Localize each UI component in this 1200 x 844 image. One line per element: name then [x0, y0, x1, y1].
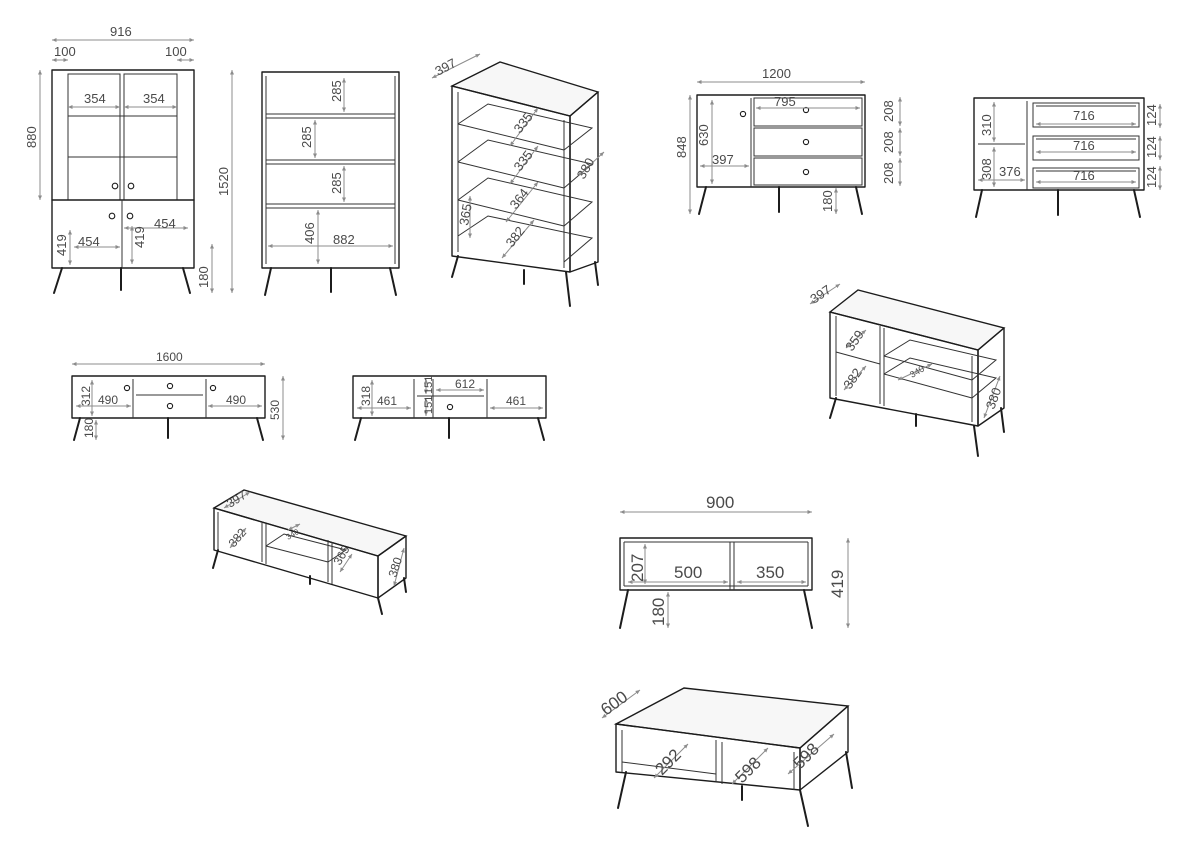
dimension-label: 612 — [455, 377, 475, 391]
knob-icon — [111, 182, 119, 190]
dimension-label: 500 — [674, 563, 702, 582]
tv-stand-iso-view: 397 382 340 365 380 — [212, 488, 408, 615]
dimension-label: 716 — [1073, 138, 1095, 153]
dimension-label: 630 — [696, 124, 711, 146]
dimension-label: 380 — [574, 155, 598, 181]
dimension-label: 100 — [165, 44, 187, 59]
knob-icon — [166, 382, 174, 390]
dimension-label: 880 — [24, 126, 39, 148]
dimension-label: 916 — [110, 24, 132, 39]
dimension-label: 382 — [840, 365, 865, 391]
dimension-label: 1200 — [762, 66, 791, 81]
dimension-label: 151 — [423, 396, 435, 414]
knob-icon — [126, 212, 134, 220]
dimension-label: 454 — [78, 234, 100, 249]
dimension-label: 364 — [507, 186, 532, 212]
dimension-label: 382 — [503, 224, 528, 250]
dimension-label: 310 — [979, 114, 994, 136]
dimension-label: 490 — [98, 393, 118, 407]
dresser-front-view: 1200 795 208 208 208 848 630 397 180 — [674, 66, 902, 215]
knob-icon — [166, 402, 174, 410]
dimension-label: 598 — [731, 753, 764, 786]
dimension-label: 530 — [268, 400, 282, 420]
dimension-label: 380 — [983, 386, 1005, 412]
dresser-interior-view: 310 308 376 716 716 716 124 124 124 — [973, 97, 1162, 218]
knob-icon — [739, 110, 747, 118]
dimension-label: 180 — [82, 418, 96, 438]
dimension-label: 600 — [597, 687, 631, 719]
dimension-label: 1600 — [156, 350, 183, 364]
dimension-label: 419 — [132, 226, 147, 248]
dimension-label: 397 — [712, 152, 734, 167]
dimension-label: 359 — [842, 327, 867, 353]
dimension-label: 180 — [196, 266, 211, 288]
dimension-label: 335 — [511, 148, 536, 174]
dimension-label: 124 — [1144, 104, 1159, 126]
dimension-label: 340 — [908, 364, 926, 380]
knob-icon — [209, 384, 217, 392]
dimension-label: 180 — [649, 598, 668, 626]
dimension-label: 151 — [423, 376, 435, 394]
dimension-label: 454 — [154, 216, 176, 231]
coffee-table-iso-view: 600 292 598 598 — [597, 687, 853, 827]
dimension-label: 335 — [511, 110, 536, 136]
dimension-label: 124 — [1144, 166, 1159, 188]
dimension-label: 124 — [1144, 136, 1159, 158]
dimension-label: 490 — [226, 393, 246, 407]
dimension-label: 461 — [506, 394, 526, 408]
dimension-label: 882 — [333, 232, 355, 247]
dimension-label: 406 — [302, 222, 317, 244]
bookcase-iso-view: 397 335 335 364 382 365 380 — [431, 53, 605, 307]
tv-stand-interior-view: 318 461 151 151 612 461 — [352, 375, 547, 441]
dimension-label: 354 — [143, 91, 165, 106]
dimension-label: 795 — [774, 94, 796, 109]
dimension-label: 285 — [299, 126, 314, 148]
dimension-label: 285 — [329, 80, 344, 102]
knob-icon — [802, 168, 810, 176]
dimension-label: 848 — [674, 136, 689, 158]
dimension-label: 180 — [820, 190, 835, 212]
dimension-label: 716 — [1073, 108, 1095, 123]
dimension-label: 208 — [881, 100, 896, 122]
knob-icon — [127, 182, 135, 190]
dimension-label: 365 — [456, 203, 475, 227]
knob-icon — [446, 403, 454, 411]
dresser-iso-view: 397 359 382 340 380 — [807, 282, 1006, 457]
dimension-label: 100 — [54, 44, 76, 59]
dimension-label: 900 — [706, 493, 734, 512]
dimension-label: 208 — [881, 131, 896, 153]
dimension-label: 376 — [999, 164, 1021, 179]
bookcase-front-view: 285 285 285 406 882 — [261, 71, 400, 296]
dimension-label: 350 — [756, 563, 784, 582]
knob-icon — [123, 384, 131, 392]
dimension-label: 312 — [79, 386, 93, 406]
dimension-label: 207 — [628, 554, 647, 582]
knob-icon — [802, 138, 810, 146]
dimension-label: 716 — [1073, 168, 1095, 183]
vitrine-front-view: 916 100 100 354 354 880 1520 419 454 454… — [24, 24, 234, 294]
knob-icon — [108, 212, 116, 220]
dimension-label: 308 — [979, 158, 994, 180]
dimension-label: 292 — [651, 745, 684, 778]
dimension-label: 397 — [432, 55, 458, 78]
dimension-label: 285 — [329, 172, 344, 194]
dimension-label: 461 — [377, 394, 397, 408]
dimension-label: 419 — [54, 234, 69, 256]
dimension-label: 1520 — [216, 167, 231, 196]
dimension-label: 354 — [84, 91, 106, 106]
coffee-table-front-view: 900 207 500 350 419 180 — [619, 493, 850, 629]
dimension-label: 318 — [359, 386, 373, 406]
dimension-label: 380 — [386, 555, 406, 579]
tv-stand-front-view: 1600 312 490 490 530 180 — [71, 350, 285, 441]
dimension-label: 208 — [881, 162, 896, 184]
dimension-label: 419 — [828, 570, 847, 598]
